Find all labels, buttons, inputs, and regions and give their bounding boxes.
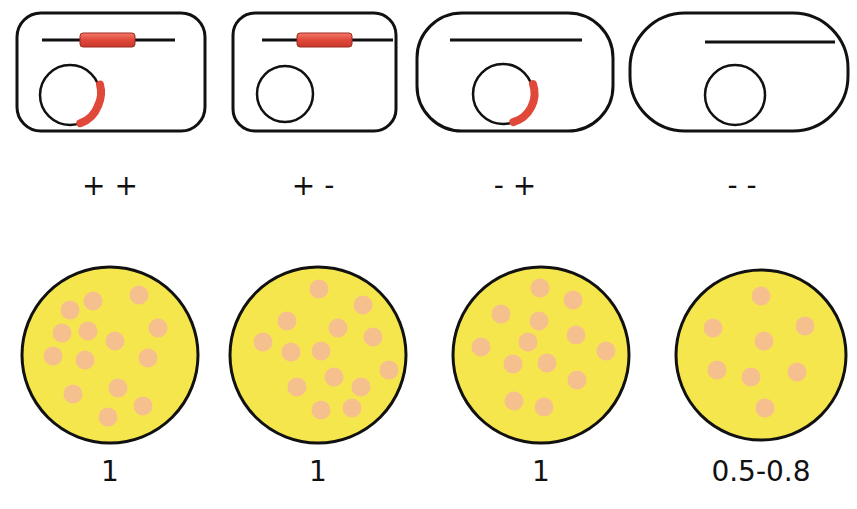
petri-dish: [676, 270, 846, 440]
ratio-value: 1: [309, 457, 327, 488]
cell: [17, 13, 205, 131]
cell: [233, 13, 396, 131]
petri-dish: [453, 267, 629, 443]
cell: [630, 13, 848, 131]
ratio-value: 1: [101, 457, 119, 488]
ratio-value: 1: [532, 457, 550, 488]
petri-dish: [230, 267, 406, 443]
genotype-label: + -: [292, 171, 334, 202]
petri-dish: [22, 267, 198, 443]
genotype-label: - -: [727, 171, 756, 202]
genotype-label: + +: [82, 171, 138, 202]
genotype-label: - +: [494, 171, 536, 202]
ratio-value: 0.5-0.8: [711, 457, 810, 488]
cell: [417, 13, 613, 131]
